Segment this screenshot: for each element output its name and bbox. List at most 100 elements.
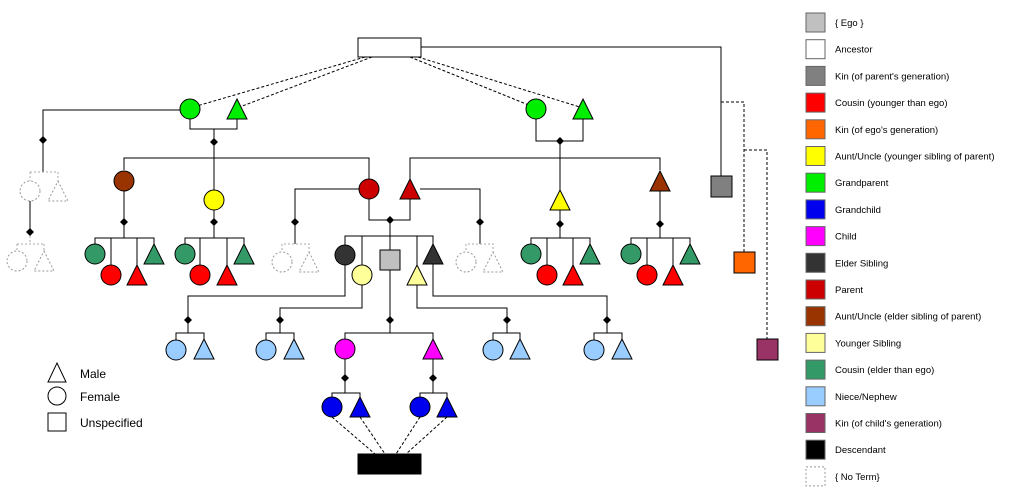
ancestor-line bbox=[421, 46, 722, 176]
cousin-younger-triangle bbox=[126, 263, 148, 286]
no-term-triangle bbox=[33, 249, 55, 272]
legend-label-ego-gen: Kin (of ego's generation) bbox=[835, 125, 938, 136]
unspecified-key-label: Unspecified bbox=[80, 416, 143, 430]
niece-circle bbox=[165, 339, 187, 361]
legend-label-cousin-younger: Cousin (younger than ego) bbox=[835, 98, 948, 109]
grandfather-triangle bbox=[226, 97, 248, 120]
legend-swatch-grandchild bbox=[805, 199, 826, 220]
connector-lines bbox=[16, 46, 768, 455]
legend-swatch-ancestor bbox=[805, 39, 826, 60]
legend-swatch-no-term bbox=[805, 466, 826, 487]
father-triangle bbox=[399, 177, 421, 200]
legend-label-parent: Parent bbox=[835, 285, 863, 296]
kin-ego-gen-box bbox=[733, 251, 756, 274]
legend-swatch-cousin-younger bbox=[805, 92, 826, 113]
marriage-line bbox=[42, 109, 180, 140]
cousin-elder-triangle bbox=[679, 242, 701, 265]
female-key-circle bbox=[47, 386, 67, 406]
descent-marker bbox=[210, 138, 218, 146]
legend-swatch-descendant bbox=[805, 439, 826, 460]
uncle-elder-triangle bbox=[649, 169, 671, 192]
descent-marker bbox=[656, 220, 664, 228]
legend-swatch-ego-gen bbox=[805, 119, 826, 140]
descent-marker bbox=[26, 228, 34, 236]
no-term-triangle bbox=[47, 179, 69, 202]
legend-swatch-ego bbox=[805, 12, 826, 33]
legend-swatch-parent bbox=[805, 279, 826, 300]
legend-label-aunt-uncle-elder: Aunt/Uncle (elder sibling of parent) bbox=[835, 312, 981, 323]
no-term-circle bbox=[6, 250, 28, 272]
mother-circle bbox=[358, 178, 380, 200]
aunt-elder-circle bbox=[113, 170, 135, 192]
ego-square bbox=[379, 249, 401, 271]
cousin-elder-circle bbox=[174, 243, 196, 265]
daughter-circle bbox=[334, 338, 356, 360]
cousin-elder-circle bbox=[520, 243, 542, 265]
granddaughter-circle bbox=[409, 396, 431, 418]
legend-label-younger-sibling: Younger Sibling bbox=[835, 338, 901, 349]
legend-label-grandparent: Grandparent bbox=[835, 178, 889, 189]
no-term-triangle bbox=[298, 250, 320, 273]
kin-line-dashed bbox=[721, 101, 745, 252]
aunt-younger-circle bbox=[203, 189, 225, 211]
cousin-elder-circle bbox=[84, 243, 106, 265]
legend-label-niece-nephew: Niece/Nephew bbox=[835, 392, 897, 403]
descent-markers bbox=[26, 136, 664, 382]
legend-label-ego: { Ego } bbox=[835, 18, 864, 29]
male-key-label: Male bbox=[80, 367, 106, 381]
legend-swatch-child-gen bbox=[805, 413, 826, 433]
descent-line-dashed bbox=[189, 56, 366, 109]
legend-label-no-term: { No Term} bbox=[835, 472, 880, 483]
cousin-younger-circle bbox=[189, 264, 211, 286]
legend-swatch-grandparent bbox=[805, 172, 826, 193]
female-key-label: Female bbox=[80, 390, 120, 404]
descendant-box bbox=[357, 453, 422, 475]
descent-marker bbox=[120, 218, 128, 226]
descent-marker bbox=[603, 316, 611, 324]
legend-label-cousin-elder: Cousin (elder than ego) bbox=[835, 365, 934, 376]
legend-label-grandchild: Grandchild bbox=[835, 205, 881, 216]
cousin-younger-triangle bbox=[662, 263, 684, 286]
legend-swatch-niece-nephew bbox=[805, 386, 826, 407]
son-triangle bbox=[422, 337, 444, 360]
descent-marker bbox=[341, 374, 349, 382]
cousin-elder-triangle bbox=[233, 242, 255, 265]
legend-label-child: Child bbox=[835, 232, 857, 243]
nephew-triangle bbox=[283, 337, 305, 360]
legend-label-child-gen: Kin (of child's generation) bbox=[835, 419, 942, 430]
legend-label-descendant: Descendant bbox=[835, 445, 886, 456]
cousin-younger-triangle bbox=[562, 263, 584, 286]
descent-marker bbox=[556, 220, 564, 228]
younger-brother-triangle bbox=[406, 263, 428, 286]
descent-marker bbox=[556, 137, 564, 145]
descent-marker bbox=[39, 136, 47, 144]
descent-marker bbox=[210, 218, 218, 226]
no-term-circle bbox=[271, 251, 293, 273]
grandson-triangle bbox=[436, 395, 458, 418]
cousin-younger-circle bbox=[636, 264, 658, 286]
nephew-triangle bbox=[193, 337, 215, 360]
legend-swatch-younger-sibling bbox=[805, 332, 826, 353]
cousin-younger-triangle bbox=[216, 263, 238, 286]
legend-label-ancestor: Ancestor bbox=[835, 45, 873, 56]
nephew-triangle bbox=[509, 337, 531, 360]
legend-swatch-child bbox=[805, 226, 826, 247]
descent-marker bbox=[184, 316, 192, 324]
grandmother-circle bbox=[525, 98, 547, 120]
descent-marker bbox=[291, 218, 299, 226]
niece-circle bbox=[482, 339, 504, 361]
legend-swatch-aunt-uncle-younger bbox=[805, 146, 826, 166]
grandfather-triangle bbox=[572, 97, 594, 120]
kin-line-dashed bbox=[744, 149, 768, 339]
cousin-elder-triangle bbox=[143, 242, 165, 265]
granddaughter-circle bbox=[321, 396, 343, 418]
niece-circle bbox=[255, 339, 277, 361]
nephew-triangle bbox=[611, 337, 633, 360]
kin-child-gen-box bbox=[756, 338, 779, 361]
no-term-circle bbox=[19, 180, 41, 202]
descent-marker bbox=[476, 218, 484, 226]
shape-key: Male Female Unspecified bbox=[47, 361, 143, 432]
unspecified-key-square bbox=[47, 412, 67, 432]
legend-swatch-cousin-elder bbox=[805, 359, 826, 380]
